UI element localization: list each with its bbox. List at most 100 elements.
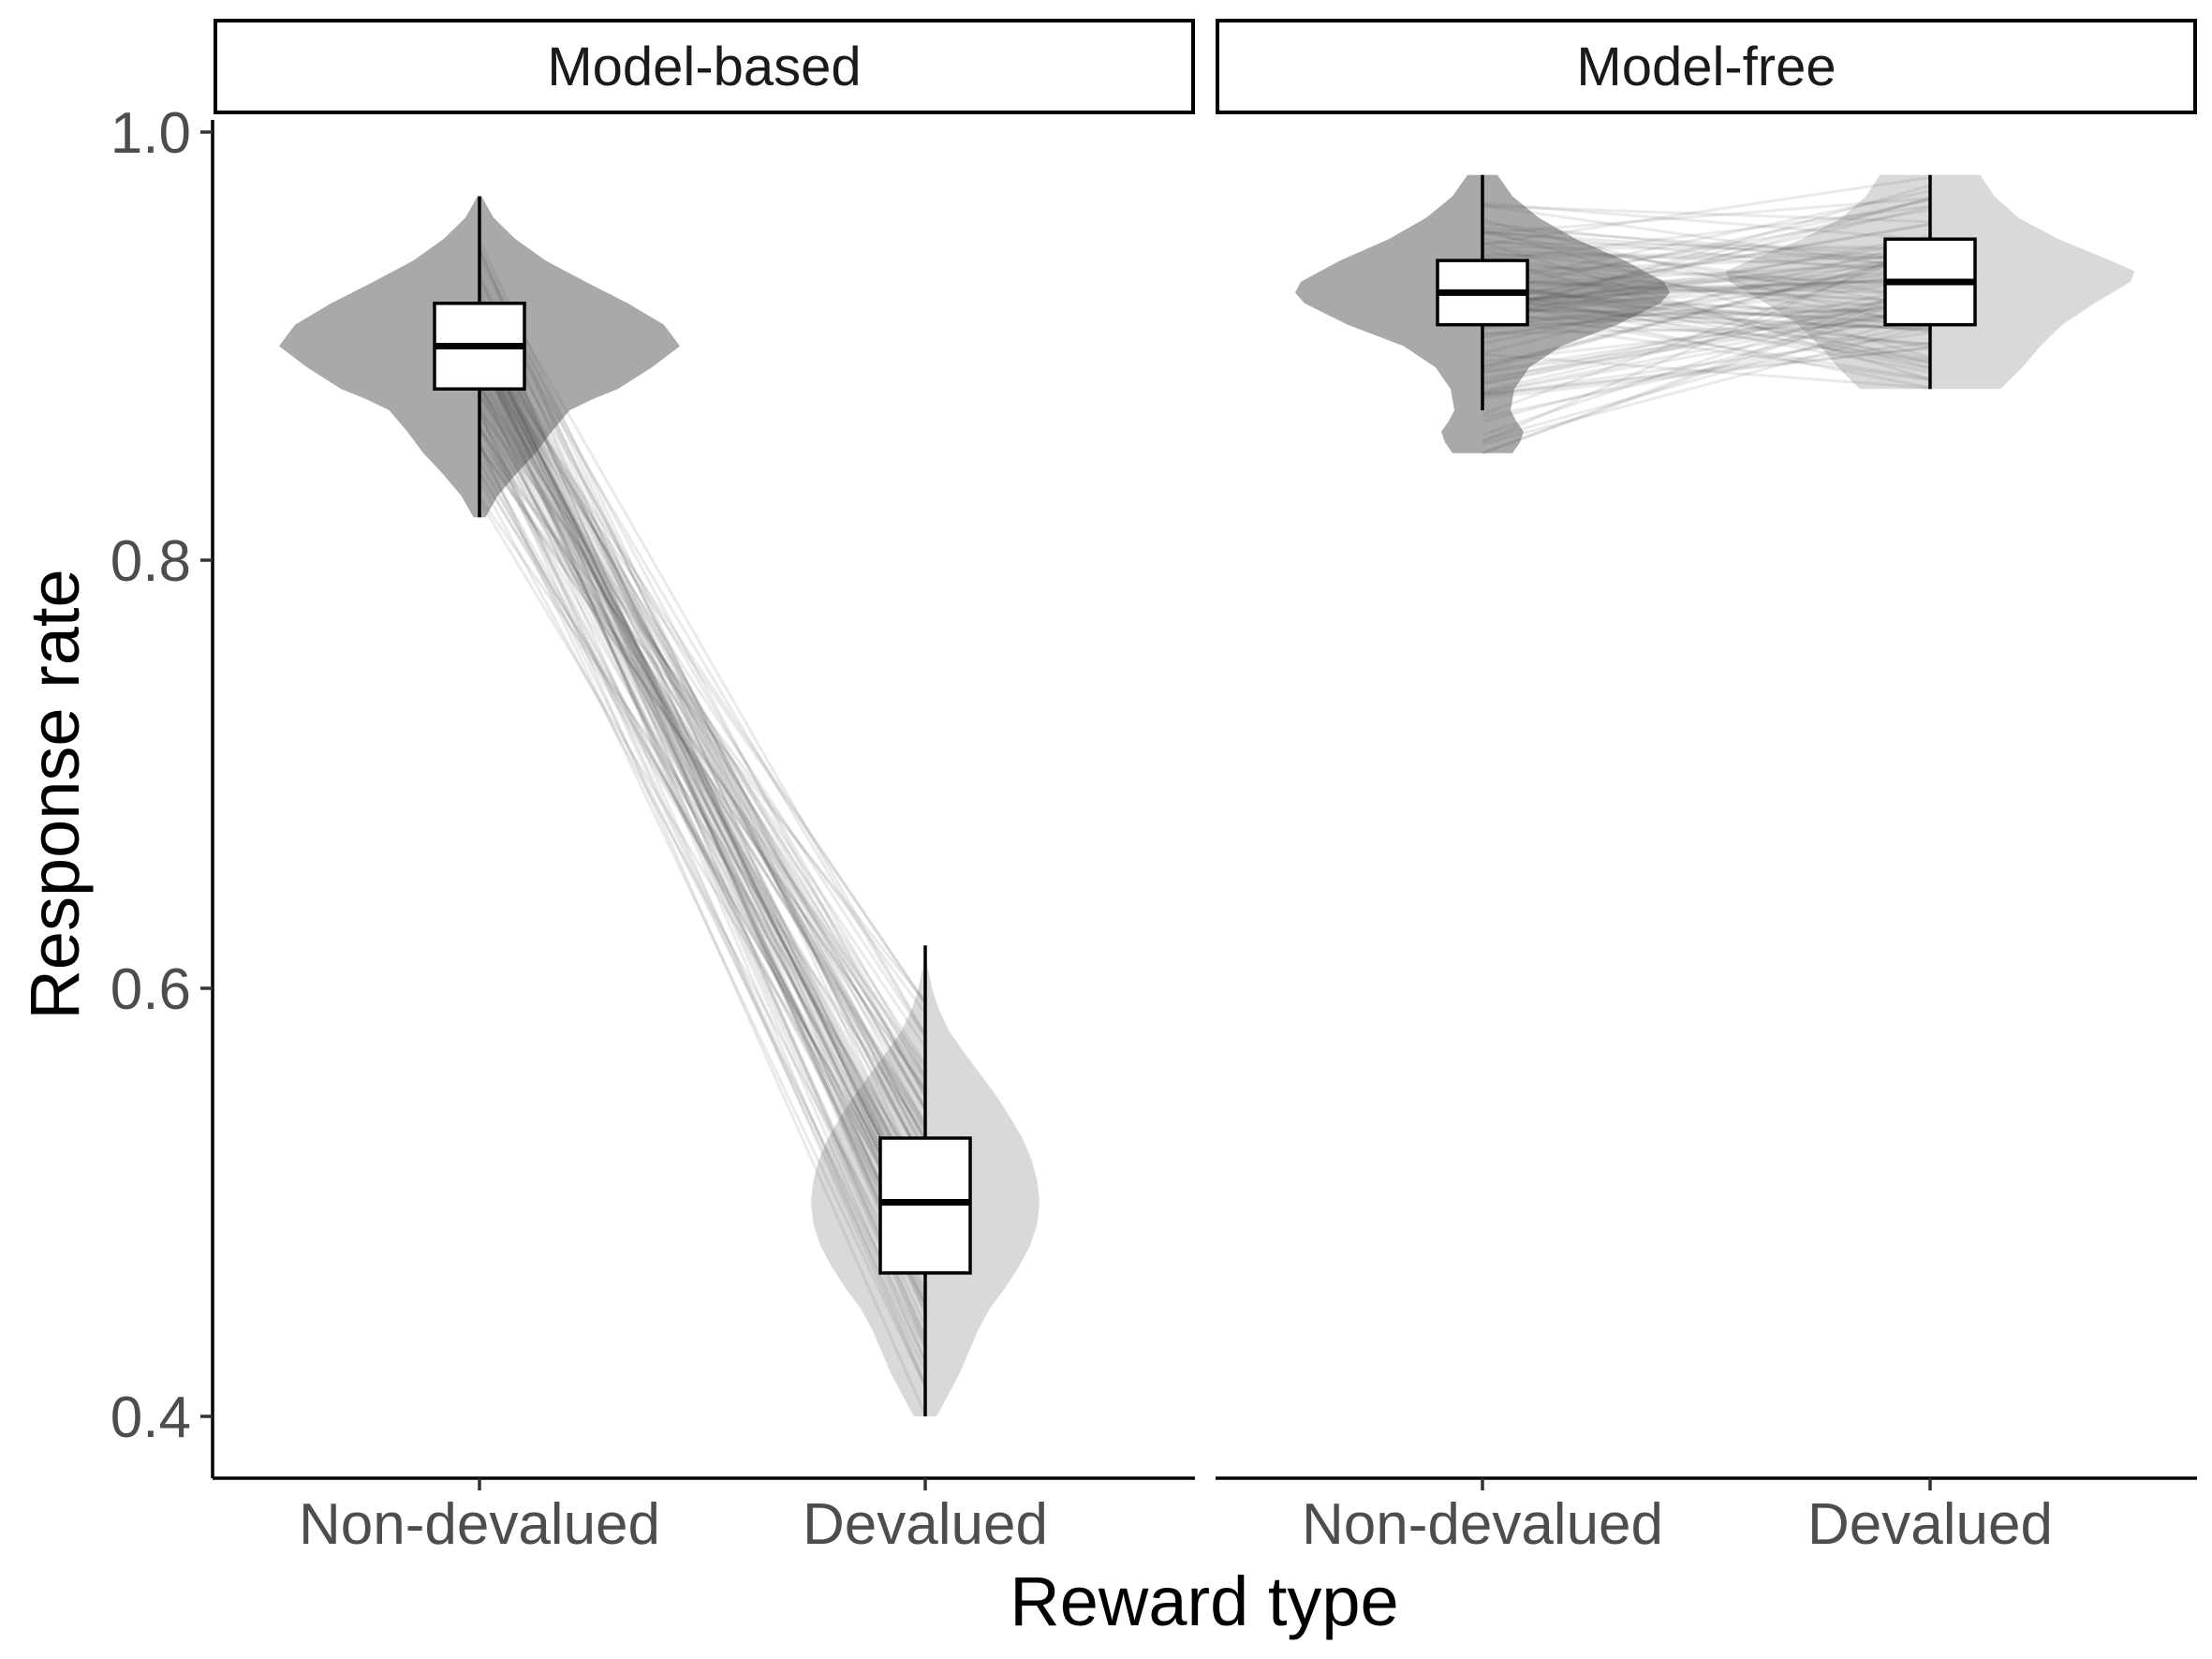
paired-line [1482,255,1931,259]
paired-line [478,410,927,1372]
paired-line [1482,318,1931,346]
paired-line [478,386,927,1276]
paired-line [478,356,927,1107]
paired-line [1482,308,1931,380]
paired-line [1482,309,1931,375]
paired-line [478,340,927,1248]
paired-line [478,356,927,1205]
paired-line [1482,241,1931,381]
paired-line [1482,304,1931,394]
strip-label-model-based: Model-based [547,37,861,97]
paired-line [1482,295,1931,386]
paired-line [1482,331,1931,397]
paired-line [478,322,927,1204]
paired-lines [1482,175,1931,455]
paired-line [1482,279,1931,296]
paired-line [1482,306,1931,332]
paired-line [478,393,927,1140]
paired-line [478,382,927,1127]
paired-line [478,355,927,1277]
paired-line [1482,197,1931,313]
paired-line [478,422,927,1280]
paired-line [1482,234,1931,323]
paired-line [478,469,927,1232]
paired-line [1482,204,1931,263]
paired-line [1482,278,1931,298]
paired-line [1482,228,1931,360]
paired-line [1482,274,1931,290]
paired-line [1482,296,1931,316]
paired-line [478,318,927,1141]
paired-line [478,405,927,1255]
paired-line [478,288,927,1310]
paired-line [1482,304,1931,423]
paired-line [478,377,927,1387]
paired-line [1482,289,1931,321]
panel-model-free [1295,174,2135,455]
paired-line [478,351,927,1003]
y-tick-label: 0.4 [111,1385,191,1450]
paired-line [478,290,927,1296]
paired-line [478,333,927,1219]
paired-line [478,332,927,1229]
paired-line [1482,279,1931,370]
paired-line [478,277,927,1145]
paired-line [1482,298,1931,326]
paired-line [478,315,927,1152]
paired-line [1482,289,1931,455]
paired-line [478,406,927,1163]
paired-line [478,323,927,1345]
paired-line [1482,205,1931,314]
paired-line [478,307,927,1167]
paired-line [1482,238,1931,299]
paired-line [478,427,927,1218]
paired-line [1482,271,1931,288]
paired-line [478,408,927,1363]
boxplot-non-devalued [433,196,526,518]
y-axis-title: Response rate [16,569,94,1019]
paired-line [478,356,927,1236]
paired-line [1482,204,1931,224]
paired-line [478,350,927,1225]
strip-label-model-free: Model-free [1576,37,1836,97]
paired-line [1482,253,1931,258]
paired-line [1482,315,1931,330]
paired-line [478,354,927,1219]
paired-line [478,340,927,1005]
paired-line [478,386,927,1240]
paired-line [478,392,927,1089]
paired-line [1482,352,1931,390]
paired-line [478,376,927,1240]
paired-line [478,499,927,1240]
y-tick-label: 1.0 [111,101,191,166]
strip-model-free: Model-free [1216,19,2197,114]
paired-line [1482,263,1931,314]
paired-line [1482,248,1931,271]
paired-line [478,332,927,1230]
x-axis-title: Reward type [1010,1563,1398,1640]
paired-line [478,347,927,1276]
paired-line [1482,347,1931,396]
paired-line [1482,285,1931,455]
paired-line [1482,253,1931,369]
paired-line [478,305,927,1164]
paired-line [1482,251,1931,368]
paired-line [478,383,927,1207]
paired-line [478,259,927,1036]
paired-line [478,496,927,1135]
paired-line [1482,307,1931,320]
paired-line [1482,175,1931,246]
paired-line [478,397,927,1231]
paired-line [478,440,927,1003]
paired-line [478,318,927,1166]
paired-line [478,333,927,1226]
paired-line [478,324,927,1232]
paired-line [478,343,927,1223]
paired-line [1482,240,1931,313]
paired-line [478,351,927,1276]
paired-line [478,300,927,1313]
paired-line [1482,196,1931,325]
paired-line [478,320,927,1304]
paired-line [478,348,927,1189]
